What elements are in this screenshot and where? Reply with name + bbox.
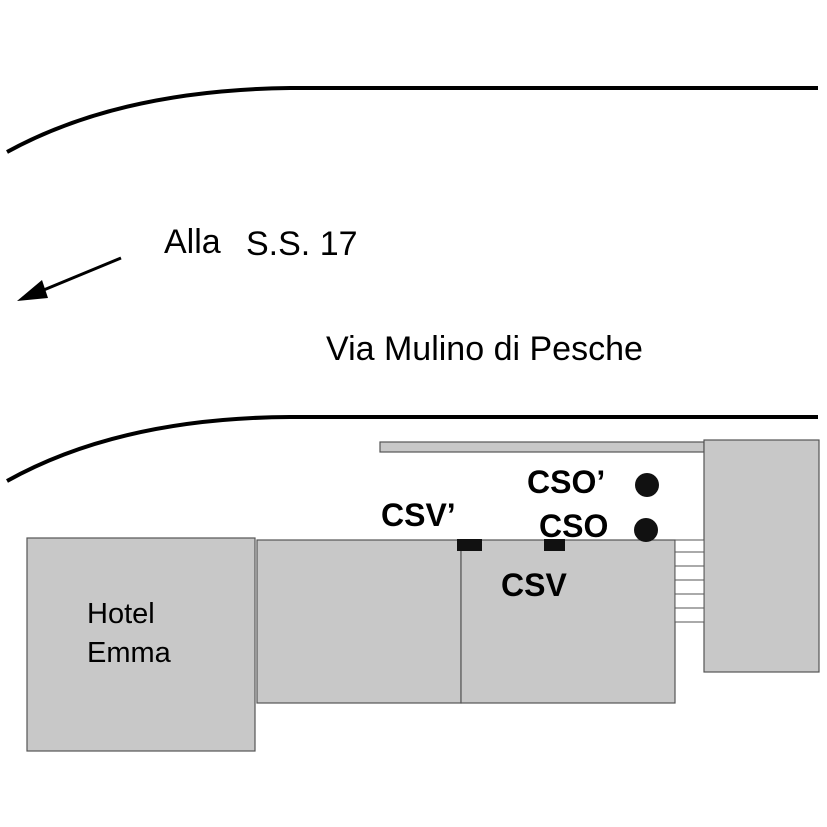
middle-building [256,539,462,704]
direction-label-ss17: S.S. 17 [246,225,358,263]
hotel-label-line2: Emma [87,637,172,669]
csv-label: CSV [501,567,567,603]
road-name-label: Via Mulino di Pesche [326,330,643,368]
cso-label: CSO [539,508,608,544]
direction-label-alla: Alla [164,223,221,261]
csv-prime-marker [457,539,482,551]
csv-marker [544,539,565,551]
road-edge-north [6,86,818,154]
cso-marker [634,518,658,542]
fence-strip [379,441,705,453]
staircase [674,539,705,623]
csv-prime-label: CSV’ [381,497,456,533]
cso-prime-marker [635,473,659,497]
east-building [703,439,820,673]
cso-prime-label: CSO’ [527,464,605,500]
road-edge-south [6,415,818,483]
direction-arrow-icon [17,256,122,301]
hotel-label-line1: Hotel [87,598,155,630]
main-building [460,539,676,704]
hotel-emma-building [26,537,256,752]
